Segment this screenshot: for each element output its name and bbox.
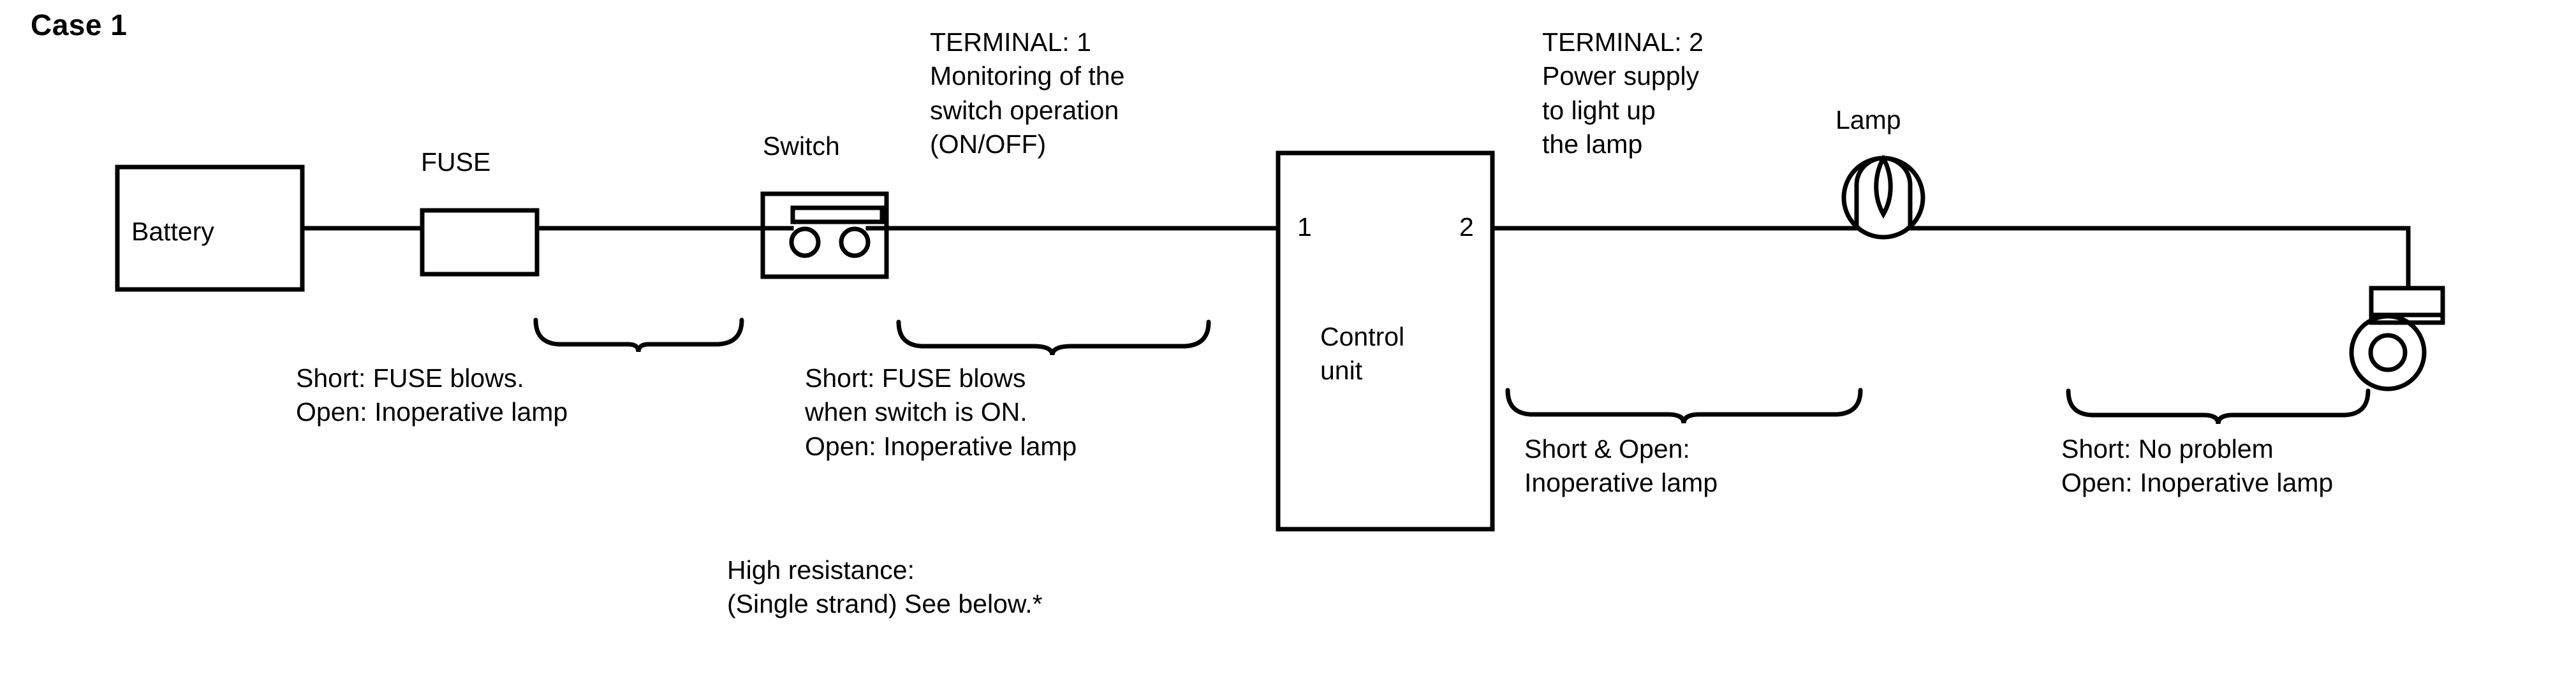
battery-label: Battery (131, 217, 214, 246)
fault-note-lamp-to-ground: Short: No problem Open: Inoperative lamp (2061, 432, 2333, 500)
fault-note-line: when switch is ON. (805, 397, 1027, 427)
terminal2-line1: TERMINAL: 2 (1542, 27, 1704, 57)
ground-outer-circle (2349, 314, 2427, 391)
lamp-filament-tip (1874, 155, 1893, 219)
high-resistance-note: High resistance: (Single strand) See bel… (727, 553, 1043, 622)
terminal1-note: TERMINAL: 1 Monitoring of the switch ope… (930, 26, 1124, 161)
brace-lamp-ground (2066, 388, 2371, 425)
ground-inner-circle (2368, 333, 2408, 372)
switch-contact-right (839, 226, 871, 258)
page-title: Case 1 (31, 8, 128, 41)
brace-battery-fuse (533, 317, 744, 353)
fault-note-line: Short: FUSE blows (805, 363, 1026, 393)
lamp-label: Lamp (1836, 105, 1901, 135)
brace-fuse-switch (896, 319, 1211, 356)
fuse-box (420, 208, 540, 277)
fault-note-line: Open: Inoperative lamp (2061, 468, 2334, 498)
control-unit-label-line1: Control (1320, 322, 1405, 351)
fault-note-terminal2-to-lamp: Short & Open: Inoperative lamp (1524, 432, 1718, 500)
fault-note-line: Open: Inoperative lamp (296, 397, 568, 427)
terminal2-line2: Power supply (1542, 61, 1700, 91)
terminal1-line4: (ON/OFF) (930, 129, 1047, 159)
control-unit-label-line2: unit (1320, 356, 1363, 386)
terminal2-note: TERMINAL: 2 Power supply to light up the… (1542, 26, 1704, 161)
terminal1-line1: TERMINAL: 1 (930, 27, 1091, 57)
control-unit-box (1276, 150, 1495, 532)
fault-note-line: Short: FUSE blows. (296, 363, 524, 393)
fault-note-line: Short: No problem (2061, 434, 2274, 463)
terminal1-line2: Monitoring of the (930, 61, 1125, 91)
terminal2-line4: the lamp (1542, 129, 1643, 159)
brace-terminal2-lamp (1505, 388, 1863, 424)
switch-lever-bar (790, 205, 885, 224)
terminal2-line3: to light up (1542, 95, 1656, 125)
control-unit-pin-1: 1 (1297, 212, 1312, 242)
high-resistance-line1: High resistance: (727, 555, 915, 585)
fault-note-fuse-to-switch: Short: FUSE blows when switch is ON. Ope… (805, 361, 1077, 463)
switch-label: Switch (763, 131, 840, 161)
switch-contact-left (789, 226, 821, 258)
high-resistance-line2: (Single strand) See below.* (727, 589, 1043, 619)
fault-note-line: Inoperative lamp (1524, 468, 1718, 498)
fault-note-line: Short & Open: (1524, 434, 1690, 463)
fault-note-line: Open: Inoperative lamp (805, 431, 1077, 461)
control-unit-pin-2: 2 (1459, 212, 1474, 242)
control-unit-label: Control unit (1320, 320, 1404, 388)
switch-box (760, 191, 889, 279)
fault-note-battery-to-fuse: Short: FUSE blows. Open: Inoperative lam… (296, 361, 568, 430)
fuse-label: FUSE (421, 147, 491, 177)
terminal1-line3: switch operation (930, 95, 1119, 125)
